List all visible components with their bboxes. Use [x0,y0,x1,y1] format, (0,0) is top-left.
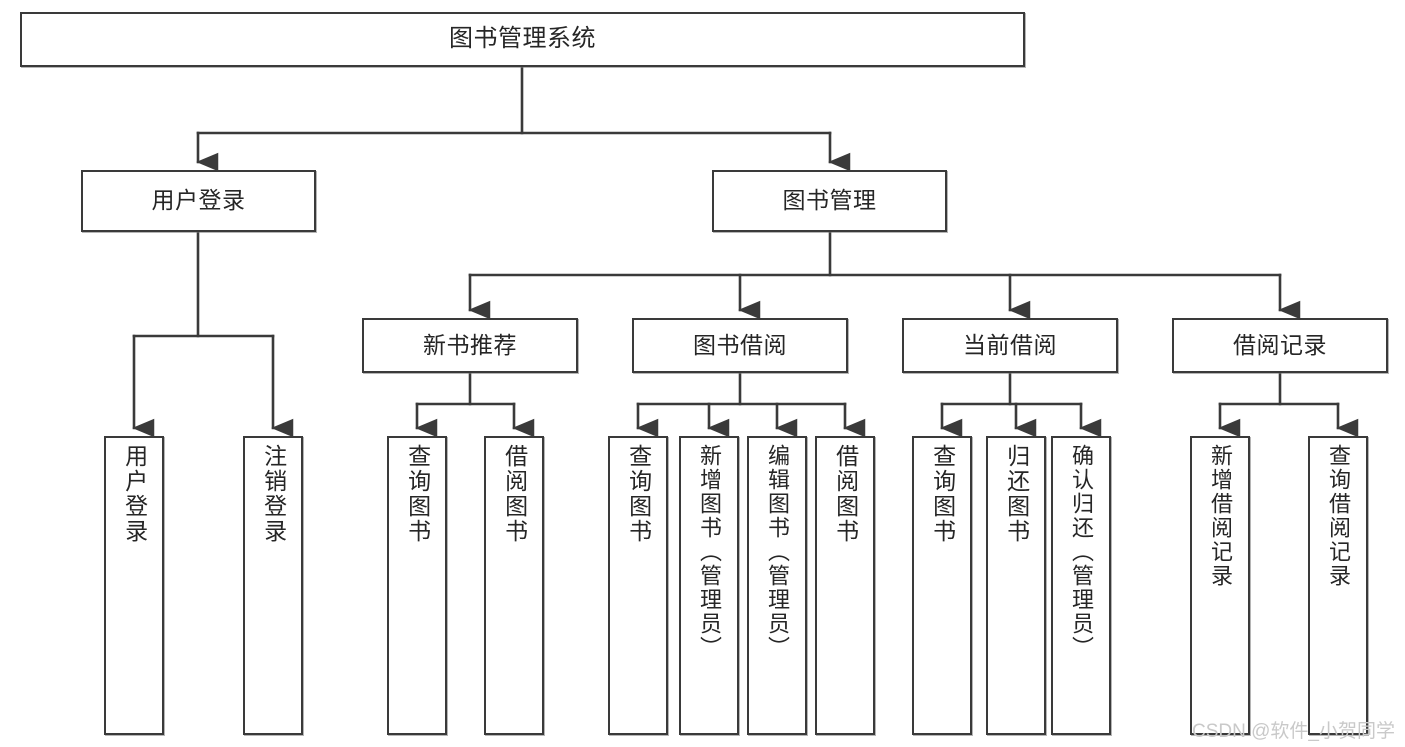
node-book-manage[interactable]: 图书管理 [712,170,947,232]
node-label: 归还图书 [1003,444,1030,544]
node-user-login[interactable]: 用户登录 [81,170,316,232]
node-label: 用户登录 [151,187,246,214]
node-label: 图书管理 [782,187,877,214]
node-label: 新增借阅记录 [1207,444,1233,588]
node-leaf-add-record[interactable]: 新增借阅记录 [1190,436,1250,735]
node-label: 图书借阅 [693,331,787,358]
node-label: 新书推荐 [423,331,517,358]
node-label: 新增图书（管理员） [696,444,722,660]
node-label: 借阅记录 [1233,331,1327,358]
node-leaf-user-login[interactable]: 用户登录 [104,436,164,735]
node-leaf-user-logout[interactable]: 注销登录 [243,436,303,735]
csdn-watermark: CSDN @软件_小贺同学 [1192,721,1395,742]
node-label: 借阅图书 [832,444,859,544]
node-leaf-confirm-return[interactable]: 确认归还（管理员） [1051,436,1111,735]
node-label: 查询图书 [404,444,431,544]
node-book-borrow[interactable]: 图书借阅 [632,318,848,373]
node-leaf-query-book-cur[interactable]: 查询图书 [912,436,972,735]
node-borrow-record[interactable]: 借阅记录 [1172,318,1388,373]
node-leaf-query-book-new[interactable]: 查询图书 [387,436,447,735]
node-label: 注销登录 [260,444,287,544]
node-leaf-edit-book[interactable]: 编辑图书（管理员） [747,436,807,735]
node-label: 查询图书 [929,444,956,544]
node-leaf-query-record[interactable]: 查询借阅记录 [1308,436,1368,735]
node-label: 用户登录 [121,444,148,544]
node-label: 编辑图书（管理员） [764,444,790,660]
node-label: 查询借阅记录 [1325,444,1351,588]
node-label: 当前借阅 [963,331,1057,358]
node-current-borrow[interactable]: 当前借阅 [902,318,1118,373]
node-leaf-return-book[interactable]: 归还图书 [986,436,1046,735]
node-label: 确认归还（管理员） [1068,444,1094,660]
node-leaf-query-book-borrow[interactable]: 查询图书 [608,436,668,735]
node-label: 图书管理系统 [449,25,596,53]
node-new-book-recommend[interactable]: 新书推荐 [362,318,578,373]
node-leaf-borrow-book-new[interactable]: 借阅图书 [484,436,544,735]
node-root[interactable]: 图书管理系统 [20,12,1025,67]
node-label: 借阅图书 [501,444,528,544]
node-leaf-add-book[interactable]: 新增图书（管理员） [679,436,739,735]
node-leaf-borrow-book[interactable]: 借阅图书 [815,436,875,735]
node-label: 查询图书 [625,444,652,544]
